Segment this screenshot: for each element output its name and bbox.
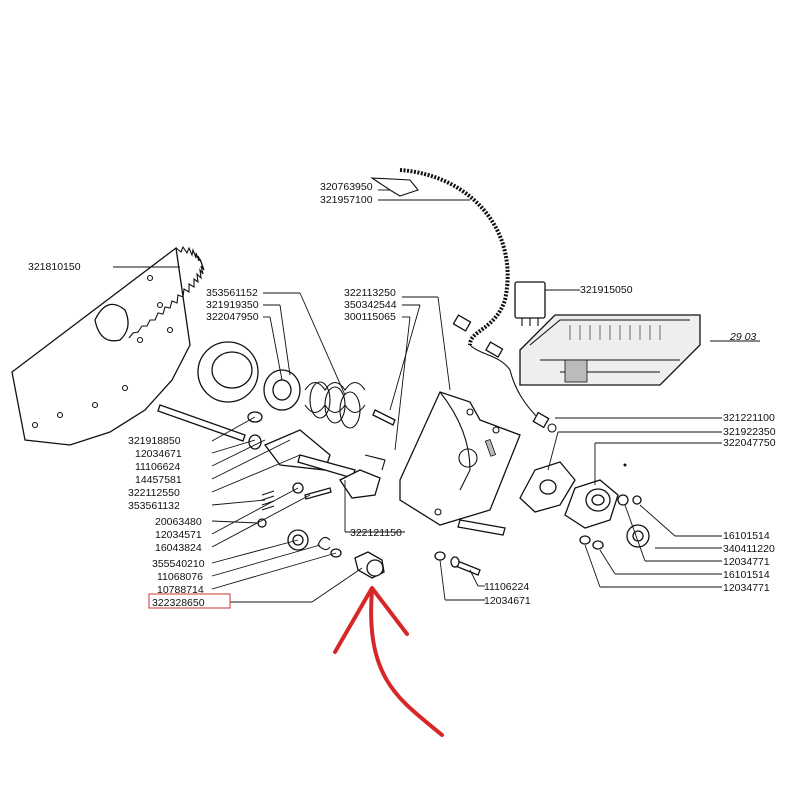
- label-12034771-lower: 12034771: [723, 582, 770, 594]
- label-322328650: 322328650: [152, 597, 205, 609]
- label-321919350: 321919350: [206, 299, 259, 311]
- label-353561152: 353561152: [206, 287, 258, 299]
- label-12034671-left: 12034671: [135, 448, 182, 460]
- bottom-bolts-drawing: [434, 551, 481, 576]
- label-16101514-lower: 16101514: [723, 569, 770, 581]
- label-321915050: 321915050: [580, 284, 633, 296]
- label-16101514-upper: 16101514: [723, 530, 770, 542]
- label-321922350: 321922350: [723, 426, 776, 438]
- label-321918850: 321918850: [128, 435, 181, 447]
- relay-drawing: [514, 281, 546, 326]
- label-14457581: 14457581: [135, 474, 182, 486]
- label-322112550: 322112550: [128, 487, 180, 499]
- label-11068076: 11068076: [157, 571, 203, 583]
- label-353561132: 353561132: [128, 500, 180, 512]
- label-12034771-upper: 12034771: [723, 556, 770, 568]
- label-29-03: 29 03: [729, 331, 756, 343]
- highlight-box: [148, 593, 231, 609]
- red-pointer-arrow: [333, 586, 444, 737]
- relay-board-drawing: [519, 314, 701, 386]
- label-20063480: 20063480: [155, 516, 202, 528]
- cable-harness-drawing: [370, 168, 557, 433]
- label-300115065: 300115065: [344, 311, 396, 323]
- label-11106624-left: 11106624: [135, 461, 180, 473]
- label-322047750: 322047750: [723, 437, 776, 449]
- label-322121150: 322121150: [350, 527, 402, 539]
- label-340411220: 340411220: [723, 543, 775, 555]
- part-number-labels: 321810150 320763950 321957100 321915050 …: [28, 181, 776, 609]
- label-321957100: 321957100: [320, 194, 373, 206]
- label-12034671-bottom: 12034671: [484, 595, 531, 607]
- gear-segment-drawing: [11, 245, 205, 446]
- right-bearing-housings-drawing: [519, 461, 650, 550]
- label-16043824: 16043824: [155, 542, 202, 554]
- label-10788714: 10788714: [157, 584, 204, 596]
- bearing-and-spring-drawing: [197, 341, 366, 429]
- label-355540210: 355540210: [152, 558, 205, 570]
- leader-lines: [113, 189, 760, 603]
- label-320763950: 320763950: [320, 181, 373, 193]
- label-322047950: 322047950: [206, 311, 259, 323]
- bracket-plate-drawing: [399, 391, 521, 536]
- label-321221100: 321221100: [723, 412, 775, 424]
- shaft-and-small-parts-drawing: [157, 404, 396, 579]
- label-11106224-bottom: 11106224: [484, 581, 529, 593]
- label-322113250: 322113250: [344, 287, 396, 299]
- label-321810150: 321810150: [28, 261, 81, 273]
- label-12034571: 12034571: [155, 529, 202, 541]
- label-350342544: 350342544: [344, 299, 397, 311]
